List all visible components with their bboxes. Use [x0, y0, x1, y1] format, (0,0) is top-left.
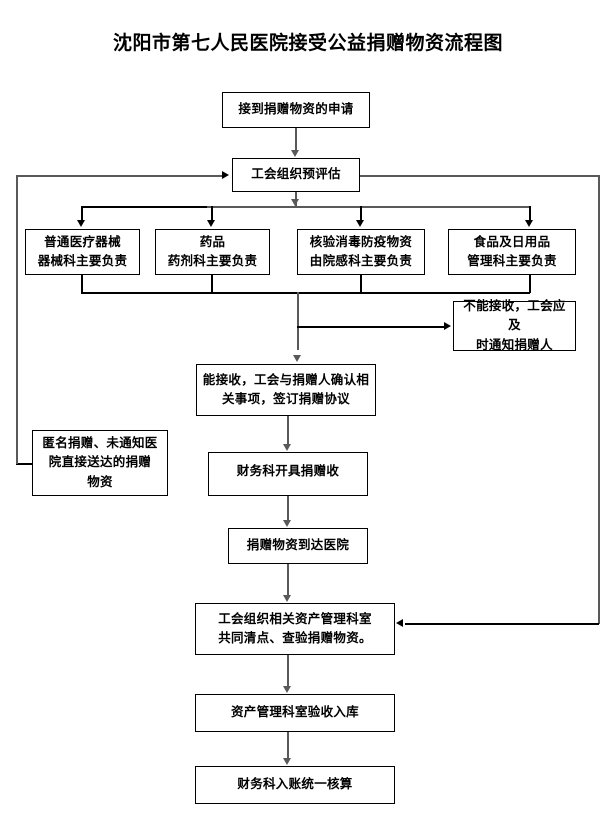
node-anonymous-donation-line3: 物资 — [87, 474, 113, 489]
connector-drop-medical-device — [81, 206, 83, 222]
connector-drop-disinfection — [360, 206, 362, 222]
arrowhead-drop-food — [525, 220, 534, 227]
connector-inventory-to-warehouse — [287, 655, 289, 687]
connector-stub-food — [529, 275, 531, 293]
arrowhead-receipt-to-arrival — [282, 520, 291, 527]
connector-stub-disinfection — [360, 275, 362, 293]
connector-branch-to-reject — [297, 326, 445, 328]
node-accept-sign-agreement-line1: 能接收，工会与捐赠人确认相 — [202, 372, 370, 387]
connector-stub-drug — [211, 275, 213, 293]
node-reject-notify-donor-line2: 时通知捐赠人 — [476, 337, 553, 352]
node-finance-unified-accounting-label: 财务科入账统一核算 — [237, 777, 353, 792]
connector-left-rail-to-preassess — [16, 175, 223, 177]
arrowhead-drop-drug — [207, 220, 216, 227]
node-category-disinfection-line1: 核验消毒防疫物资 — [309, 234, 413, 249]
node-category-food: 食品及日用品 管理科主要负责 — [448, 229, 576, 275]
connector-receipt-to-arrival — [287, 496, 289, 521]
node-application: 接到捐赠物资的申请 — [222, 92, 370, 128]
connector-left-rail-vertical — [16, 175, 18, 464]
node-asset-dept-warehouse-label: 资产管理科室验收入库 — [230, 705, 359, 720]
connector-accept-to-receipt — [287, 416, 289, 445]
node-union-preassessment: 工会组织预评估 — [232, 158, 360, 192]
node-accept-sign-agreement: 能接收，工会与捐赠人确认相 关事项，签订捐赠协议 — [196, 364, 376, 416]
connector-apply-to-preassess — [295, 128, 297, 152]
arrowhead-inventory-to-warehouse — [282, 686, 291, 693]
node-goods-arrive-hospital-label: 捐赠物资到达医院 — [246, 538, 350, 553]
connector-warehouse-to-accounting — [287, 732, 289, 759]
page-title: 沈阳市第七人民医院接受公益捐赠物资流程图 — [112, 33, 503, 54]
connector-right-rail-to-inventory — [405, 623, 599, 625]
connector-category-split-bar — [205, 206, 530, 208]
node-joint-inventory-check-line1: 工会组织相关资产管理科室 — [218, 611, 372, 626]
arrowhead-drop-disinfection — [356, 220, 365, 227]
node-anonymous-donation-line2: 院直接送达的捐赠 — [48, 455, 152, 470]
node-finance-issue-receipt-label: 财务科开具捐赠收 — [236, 464, 340, 478]
node-category-disinfection-line2: 由院感科主要负责 — [309, 254, 413, 268]
node-category-drug: 药品 药剂科主要负责 — [155, 229, 270, 275]
connector-anonymous-to-left-rail — [16, 463, 34, 465]
node-asset-dept-warehouse: 资产管理科室验收入库 — [195, 694, 395, 732]
arrowhead-apply-to-preassess — [290, 150, 299, 157]
node-category-medical-device-line2: 器械科主要负责 — [37, 254, 128, 268]
node-finance-issue-receipt: 财务科开具捐赠收 — [208, 452, 368, 496]
arrowhead-merge-to-accept — [292, 355, 301, 362]
node-goods-arrive-hospital: 捐赠物资到达医院 — [228, 528, 368, 564]
connector-merge-to-accept — [297, 292, 299, 350]
node-reject-notify-donor: 不能接收，工会应及 时通知捐赠人 — [453, 298, 576, 352]
connector-stub-medical-device — [81, 275, 83, 293]
arrowhead-accept-to-receipt — [282, 444, 291, 451]
connector-preassess-to-right-rail — [360, 175, 600, 177]
node-category-medical-device: 普通医疗器械 器械科主要负责 — [25, 229, 140, 275]
arrowhead-warehouse-to-accounting — [282, 758, 291, 765]
node-accept-sign-agreement-line2: 关事项，签订捐赠协议 — [221, 392, 350, 406]
node-union-preassessment-label: 工会组织预评估 — [251, 167, 341, 182]
node-joint-inventory-check: 工会组织相关资产管理科室 共同清点、查验捐赠物资。 — [195, 603, 395, 655]
connector-right-rail-vertical — [598, 175, 600, 624]
node-category-drug-line1: 药品 — [199, 234, 226, 249]
arrowhead-right-rail-to-inventory — [396, 618, 403, 627]
node-application-label: 接到捐赠物资的申请 — [238, 102, 354, 117]
node-joint-inventory-check-line2: 共同清点、查验捐赠物资。 — [218, 631, 372, 645]
node-reject-notify-donor-line1: 不能接收，工会应及 — [463, 298, 566, 333]
node-finance-unified-accounting: 财务科入账统一核算 — [195, 766, 395, 804]
connector-left-span-medical-device — [81, 206, 207, 208]
arrowhead-drop-medical-device — [77, 220, 86, 227]
node-category-disinfection: 核验消毒防疫物资 由院感科主要负责 — [297, 229, 425, 275]
arrowhead-left-rail-to-preassess — [222, 170, 229, 179]
node-category-medical-device-line1: 普通医疗器械 — [44, 234, 121, 249]
arrowhead-branch-to-reject — [444, 321, 451, 330]
node-anonymous-donation: 匿名捐赠、未通知医 院直接送达的捐赠 物资 — [32, 430, 168, 496]
connector-arrival-to-inventory — [287, 564, 289, 596]
connector-category-merge-bar — [81, 292, 530, 294]
arrowhead-arrival-to-inventory — [282, 595, 291, 602]
node-anonymous-donation-line1: 匿名捐赠、未通知医 — [42, 435, 158, 450]
arrowhead-preassess-down — [290, 199, 299, 206]
node-category-drug-line2: 药剂科主要负责 — [167, 254, 258, 268]
connector-drop-drug — [211, 206, 213, 222]
node-category-food-line1: 食品及日用品 — [473, 234, 551, 249]
node-category-food-line2: 管理科主要负责 — [467, 254, 557, 268]
connector-drop-food — [529, 206, 531, 222]
